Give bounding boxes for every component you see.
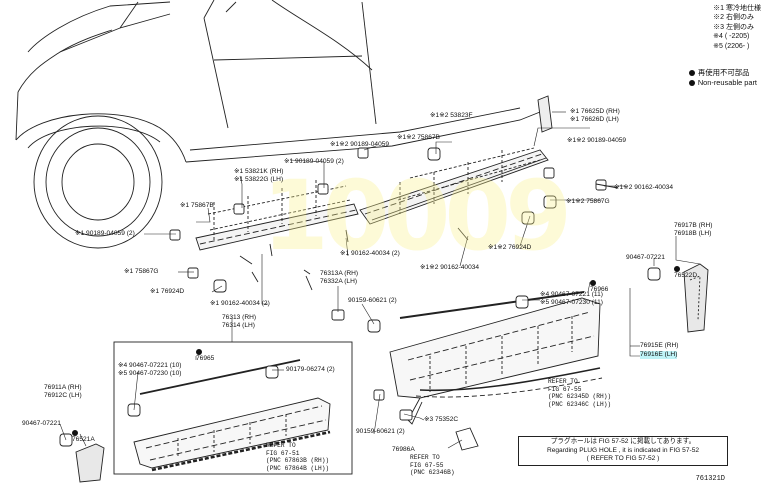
part-label-76917b[interactable]: 76917B (RH)76918B (LH) [674,222,713,237]
part-label-76313[interactable]: 76313 (RH)76314 (LH) [222,314,257,329]
part-label-75867b-left[interactable]: ※1 75867B [180,202,214,209]
non-reusable-dot-icon [590,280,596,286]
part-label-90162-left[interactable]: ※1 90162-40034 (2) [210,300,270,307]
non-reusable-dot-icon [688,79,695,86]
part-label-53821k[interactable]: ※1 53821K (RH)※1 53822G (LH) [234,168,284,183]
part-label-90162-right[interactable]: ※1※2 90162-40034 [614,184,674,191]
part-label-90189-left[interactable]: ※1 90189-04059 (2) [75,230,135,237]
part-label-76522d[interactable]: 76522D [674,266,697,280]
part-label-76924d-mid[interactable]: ※1※2 76924D [488,244,532,251]
legend-item: ※2 右側のみ [713,14,754,22]
part-label-90159-a[interactable]: 90159-60621 (2) [348,297,397,304]
part-label-76916e-highlighted[interactable]: 76916E (LH) [640,351,678,359]
part-label-76313a[interactable]: 76313A (RH)76332A (LH) [320,270,359,285]
non-reusable-dot-icon [674,266,680,272]
part-label-90189-top[interactable]: ※1※2 90189-04059 [567,137,627,144]
rear-mudguard [683,263,709,333]
part-label-90467-mid[interactable]: ※4 90467-07221 (11)※5 90467-07230 (11) [540,291,603,306]
part-label-90467-box[interactable]: ※4 90467-07221 (10)※5 90467-07230 (10) [118,362,182,377]
legend-item: ※5 (2206- ) [713,42,750,50]
front-wheel [33,115,163,249]
vehicle-body-outline [15,0,541,163]
illustration-number: 761321D [695,475,725,483]
part-label-90467-right[interactable]: 90467-07221 [626,254,665,261]
leader-lines [59,111,701,449]
part-label-76911a[interactable]: 76911A (RH)76912C (LH) [44,384,82,399]
note-line-en: Regarding PLUG HOLE , it is indicated in… [546,446,700,454]
legend: ※1 寒冷地仕様 ※2 右側のみ ※3 左側のみ ※4 ( -2205) ※5 … [713,4,761,51]
rocker-panel [389,297,603,425]
part-label-90189-2[interactable]: ※1 90189-04059 (2) [284,158,344,165]
part-label-53823f[interactable]: ※1※2 53823F [430,112,473,119]
part-label-76924d-left[interactable]: ※1 76924D [150,288,185,295]
rear-bracket [537,95,553,133]
non-reusable-jp: 再使用不可部品 [697,68,750,77]
watermark: 10009 [262,160,572,272]
clips [59,147,661,451]
molding-upper-right [359,147,549,225]
note-line-ref: ( REFER TO FIG 57-52 ) [586,455,660,463]
front-mudguard [75,443,105,483]
non-reusable-dot-icon [196,349,202,355]
non-reusable-legend: 再使用不可部品 Non-reusable part [688,68,757,88]
non-reusable-dot-icon [72,430,78,436]
part-label-75867b-top[interactable]: ※1※2 75867B [397,134,440,141]
part-label-90467-left[interactable]: 90467-07221 [22,420,61,427]
part-label-76986a[interactable]: 76986A [392,446,415,453]
part-label-90189-mid[interactable]: ※1※2 90189-04059 [330,141,390,148]
part-label-76625d[interactable]: ※1 76625D (RH)※1 76626D (LH) [570,108,620,123]
note-line-jp: プラグホールは FIG 57-52 に掲載してあります。 [550,438,696,445]
legend-item: ※1 寒冷地仕様 [713,5,761,12]
non-reusable-dot-icon [688,70,695,77]
part-label-90179[interactable]: 90179-06274 (2) [286,366,335,373]
part-label-75867g-left[interactable]: ※1 75867G [124,268,159,275]
part-label-75867g-right[interactable]: ※1※2 75867G [566,198,610,205]
part-label-76965[interactable]: 76965 [196,349,214,363]
legend-item: ※3 左側のみ [713,23,754,31]
part-label-90162-mid[interactable]: ※1 90162-40034 (2) [340,250,400,257]
plug-hole-note: プラグホールは FIG 57-52 に掲載してあります。 Regarding P… [518,436,728,466]
legend-item: ※4 ( -2205) [713,33,750,41]
strip-76966 [399,291,585,319]
detail-box [113,341,353,475]
part-label-76915e[interactable]: 76915E (RH) [640,342,679,349]
part-label-90159-b[interactable]: 90159-60621 (2) [356,428,405,435]
part-label-76521a[interactable]: 76521A [72,430,95,444]
part-label-90162-b[interactable]: ※1※2 90162-40034 [420,264,480,271]
part-label-76966[interactable]: 76966 [590,280,608,294]
part-label-75352c[interactable]: ※3 75352C [424,416,459,423]
non-reusable-en: Non-reusable part [697,77,757,87]
